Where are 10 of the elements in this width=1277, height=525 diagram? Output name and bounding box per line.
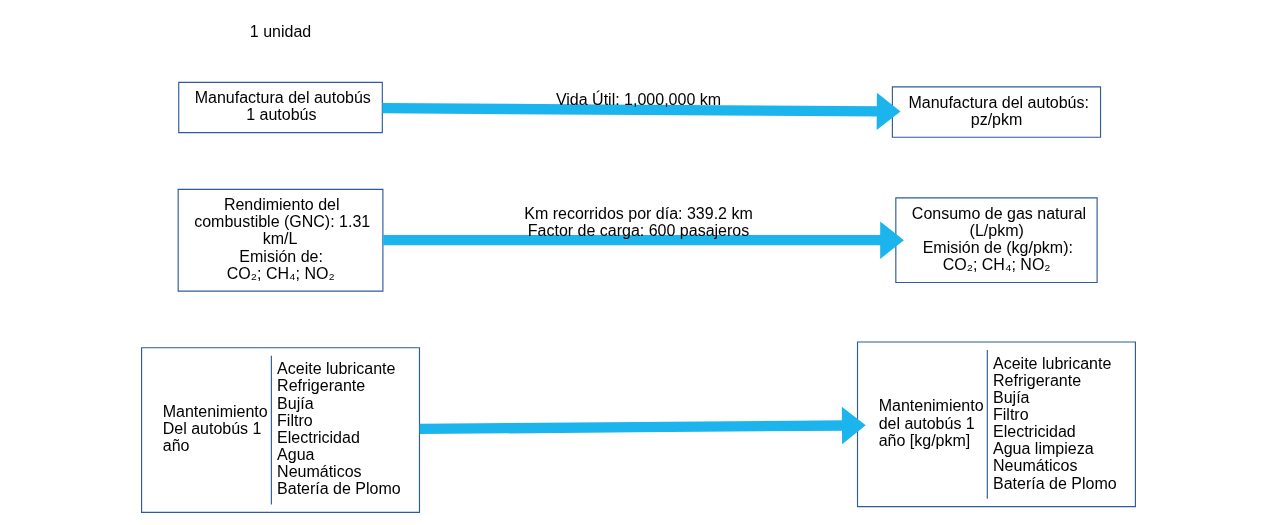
edge-label: Vida Útil: 1,000,000 km — [555, 91, 722, 109]
node-box: Manufactura del autobús 1 autobús — [178, 81, 383, 134]
node-box: Manufactura del autobús: pz/pkm — [891, 86, 1102, 138]
node-box: Consumo de gas natural (L/pkm) Emisión de (kg/pkm): CO₂; CH₄; NO₂ — [895, 197, 1098, 284]
node-box: Rendimiento del combustible (GNC): 1.31 km/L Emisión de: CO₂; CH₄; NO₂ — [177, 188, 384, 292]
label: 1 unidad — [249, 23, 312, 41]
arrow — [419, 406, 866, 445]
arrow — [382, 92, 901, 131]
edge-label: Km recorridos por día: 339.2 km Factor de carga: 600 pasajeros — [524, 204, 753, 239]
arrow — [383, 221, 904, 259]
